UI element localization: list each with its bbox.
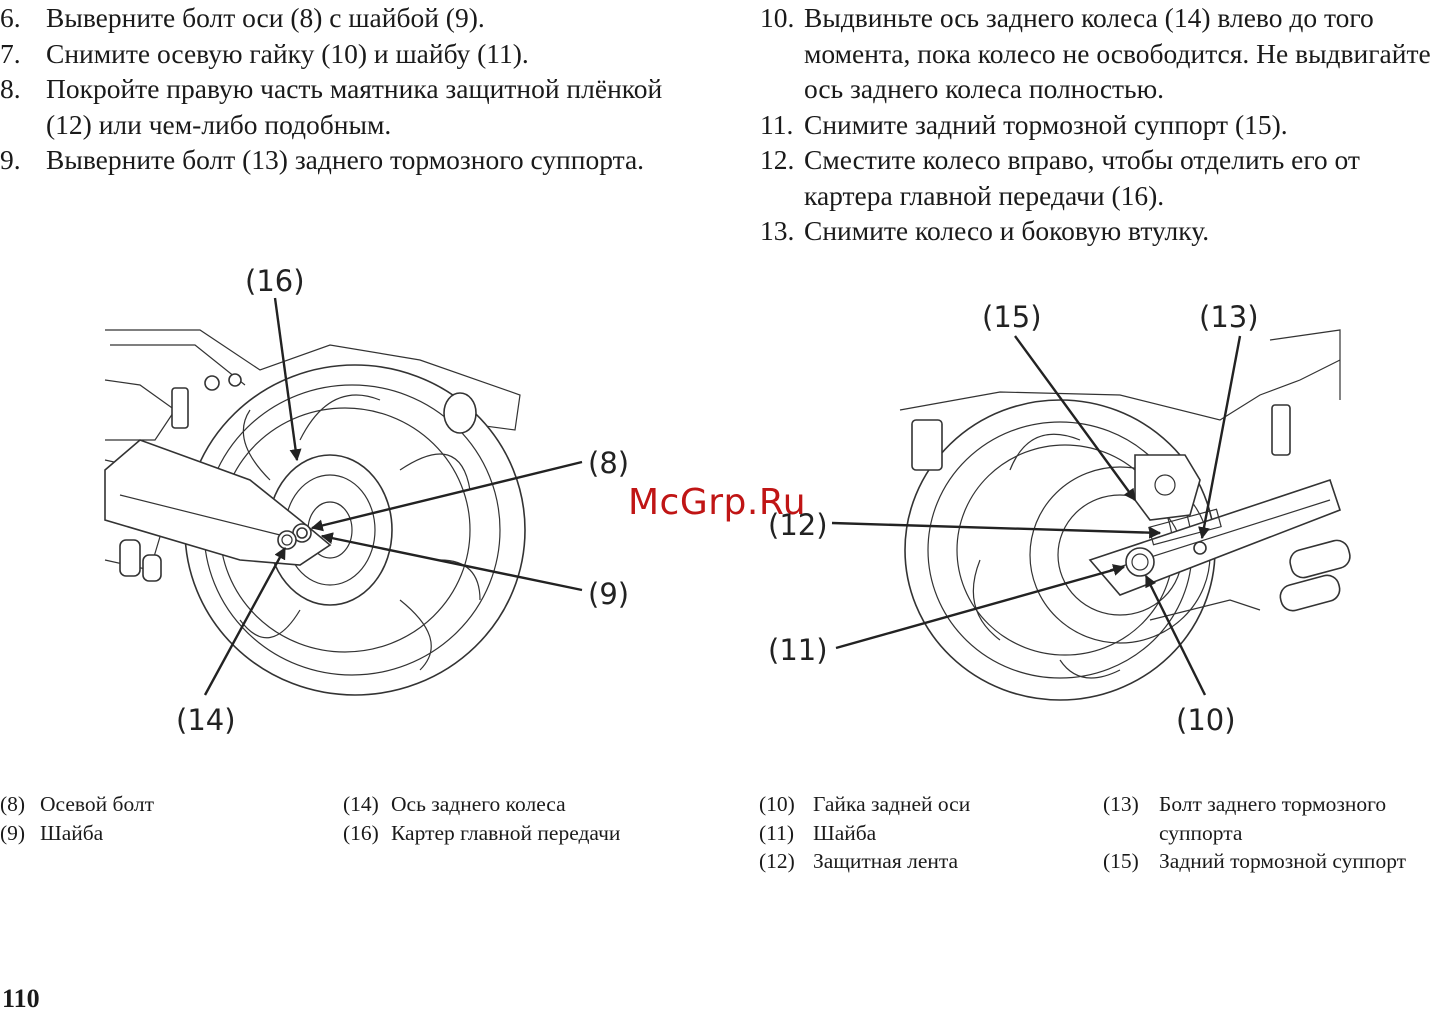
callout-label: (10) xyxy=(1176,703,1236,737)
legend-item: (16) Картер главной передачи xyxy=(343,819,703,848)
callout-14: (14) xyxy=(176,546,287,737)
step-number: 6. xyxy=(0,2,21,33)
step-6: 6. Выверните болт оси (8) с шайбой (9). xyxy=(0,0,700,36)
step-text: Выверните болт оси (8) с шайбой (9). xyxy=(46,2,485,33)
left-legend-col1: (8) Осевой болт (9) Шайба xyxy=(0,790,330,847)
left-legend-col2: (14) Ось заднего колеса (16) Картер глав… xyxy=(343,790,703,847)
steps-left-column: 6. Выверните болт оси (8) с шайбой (9). … xyxy=(0,0,700,178)
step-number: 12. xyxy=(760,144,795,175)
step-text: Покройте правую часть маятника защитной … xyxy=(46,73,663,140)
legend-num: (12) xyxy=(759,849,795,873)
step-number: 8. xyxy=(0,73,21,104)
legend-text: Шайба xyxy=(813,820,877,845)
step-8: 8. Покройте правую часть маятника защитн… xyxy=(0,71,700,142)
callout-label: (14) xyxy=(176,703,236,737)
legend-item: (13) Болт заднего тормозного суппорта xyxy=(1103,790,1438,847)
legend-text: Задний тормозной суппорт xyxy=(1159,849,1407,873)
legend-item: (11) Шайба xyxy=(759,819,1089,848)
legend-text: Картер главной передачи xyxy=(391,820,621,845)
legend-text: Ось заднего колеса xyxy=(391,792,566,816)
callout-15: (15) xyxy=(982,300,1136,501)
legend-num: (15) xyxy=(1103,849,1139,873)
legend-item: (10) Гайка задней оси xyxy=(759,790,1089,819)
legend-num: (14) xyxy=(343,792,379,816)
legend-item: (15) Задний тормозной суппорт xyxy=(1103,847,1438,876)
right-wheel-diagram: (15) (13) (11) (10) xyxy=(768,300,1351,737)
left-wheel-diagram: (16) (8) (9) (14) xyxy=(104,264,629,737)
step-10: 10. Выдвиньте ось заднего колеса (14) вл… xyxy=(760,0,1442,107)
callout-11: (11) xyxy=(768,564,1126,667)
legend-num: (11) xyxy=(759,820,795,845)
steps-right-column: 10. Выдвиньте ось заднего колеса (14) вл… xyxy=(760,0,1442,249)
callout-12 xyxy=(831,521,1162,539)
callout-13: (13) xyxy=(1198,300,1259,540)
callout-label: (9) xyxy=(588,577,629,611)
watermark: McGrp.Ru xyxy=(628,482,807,523)
step-number: 9. xyxy=(0,144,21,175)
right-legend-col1: (10) Гайка задней оси (11) Шайба (12) За… xyxy=(759,790,1089,876)
step-12: 12. Сместите колесо вправо, чтобы отдели… xyxy=(760,142,1442,213)
callout-label: (8) xyxy=(588,446,629,480)
legend-num: (9) xyxy=(0,820,26,845)
step-13: 13. Снимите колесо и боковую втулку. xyxy=(760,213,1442,249)
page-number: 110 xyxy=(2,984,40,1013)
callout-10: (10) xyxy=(1144,574,1236,737)
right-legend-col2: (13) Болт заднего тормозного суппорта (1… xyxy=(1103,790,1438,876)
legend-text: Защитная лента xyxy=(813,849,959,873)
callout-label: (16) xyxy=(245,264,305,298)
callout-9: (9) xyxy=(320,532,629,611)
wheel-drawing xyxy=(899,329,1351,701)
wheel-drawing xyxy=(104,329,526,696)
callout-label: (13) xyxy=(1199,300,1259,334)
step-number: 10. xyxy=(760,2,795,33)
legend-num: (8) xyxy=(0,792,26,816)
legend-item: (12) Защитная лента xyxy=(759,847,1089,876)
step-text: Выдвиньте ось заднего колеса (14) влево … xyxy=(804,2,1431,104)
callout-label: (15) xyxy=(982,300,1042,334)
step-number: 13. xyxy=(760,215,795,246)
callout-8: (8) xyxy=(310,446,629,532)
step-text: Сместите колесо вправо, чтобы отделить е… xyxy=(804,144,1360,211)
step-number: 7. xyxy=(0,37,21,69)
step-text: Снимите колесо и боковую втулку. xyxy=(804,215,1210,246)
step-text: Выверните болт (13) заднего тормозного с… xyxy=(46,144,645,175)
legend-item: (14) Ось заднего колеса xyxy=(343,790,703,819)
callout-label: (11) xyxy=(768,633,828,667)
legend-text: Болт заднего тормозного суппорта xyxy=(1159,792,1387,845)
legend-text: Гайка задней оси xyxy=(813,792,971,816)
callout-16: (16) xyxy=(245,264,305,462)
callout-label: (12) xyxy=(768,508,828,542)
legend-item: (8) Осевой болт xyxy=(0,790,330,819)
legend-num: (16) xyxy=(343,820,379,845)
step-text: Снимите задний тормозной суппорт (15). xyxy=(804,108,1288,140)
step-number: 11. xyxy=(760,108,794,140)
legend-text: Шайба xyxy=(40,820,104,845)
legend-text: Осевой болт xyxy=(40,792,155,816)
callout-12-label-layer: (12) xyxy=(768,508,828,542)
legend-item: (9) Шайба xyxy=(0,819,330,848)
legend-num: (13) xyxy=(1103,792,1139,816)
step-7: 7. Снимите осевую гайку (10) и шайбу (11… xyxy=(0,36,700,72)
step-text: Снимите осевую гайку (10) и шайбу (11). xyxy=(46,37,529,69)
step-11: 11. Снимите задний тормозной суппорт (15… xyxy=(760,107,1442,143)
legend-num: (10) xyxy=(759,792,795,816)
step-9: 9. Выверните болт (13) заднего тормозног… xyxy=(0,142,700,178)
